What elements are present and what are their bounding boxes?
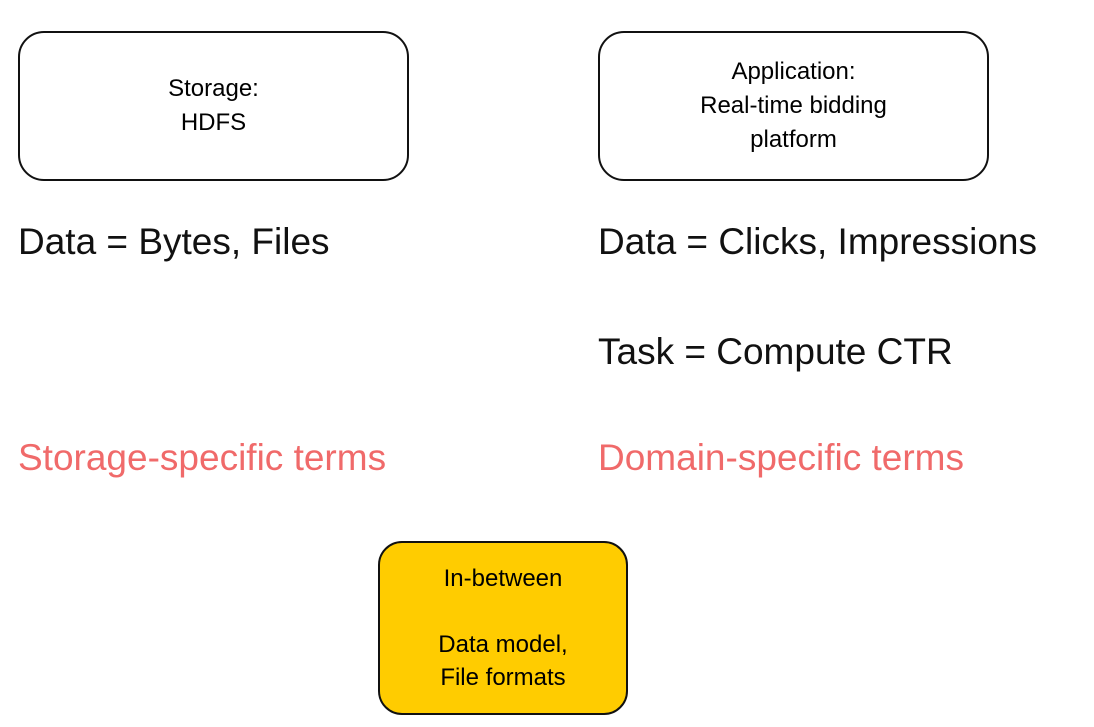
storage-box-title: Storage: xyxy=(168,75,259,102)
in-between-box: In-between Data model, File formats xyxy=(378,541,628,715)
storage-data-statement: Data = Bytes, Files xyxy=(18,221,330,262)
storage-box: Storage: HDFS xyxy=(18,31,409,181)
in-between-title: In-between xyxy=(443,565,563,592)
in-between-line2: File formats xyxy=(440,664,566,691)
application-box: Application: Real-time bidding platform xyxy=(598,31,989,181)
application-box-name-line1: Real-time bidding xyxy=(700,92,887,119)
domain-terms-label: Domain-specific terms xyxy=(598,437,964,478)
storage-terms-label: Storage-specific terms xyxy=(18,437,387,478)
in-between-line1: Data model, xyxy=(438,631,568,658)
application-data-statement: Data = Clicks, Impressions xyxy=(598,221,1037,262)
application-box-name-line2: platform xyxy=(750,126,837,153)
application-box-title: Application: xyxy=(731,58,856,85)
application-task-statement: Task = Compute CTR xyxy=(598,331,953,372)
storage-box-name: HDFS xyxy=(180,109,247,136)
